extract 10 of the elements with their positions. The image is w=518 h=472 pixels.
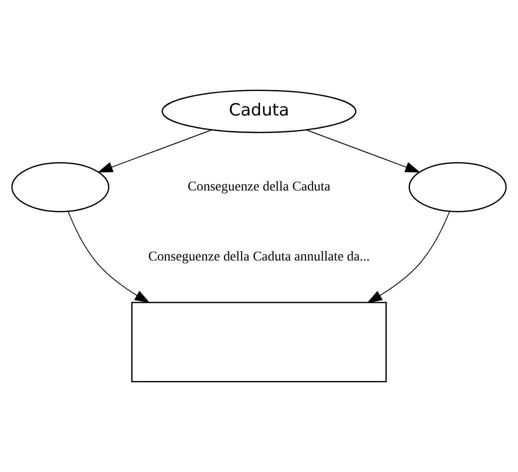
label: Conseguenze della Caduta [188, 178, 330, 194]
arrow [98, 129, 212, 172]
node-ellipse: Caduta [162, 90, 356, 134]
arrow [68, 210, 150, 303]
label: Conseguenze della Caduta annullate da... [148, 248, 370, 264]
node-ellipse [11, 162, 110, 212]
arrow [366, 210, 450, 304]
node-ellipse [408, 162, 507, 212]
arrow [306, 129, 420, 172]
node-box [131, 302, 387, 382]
